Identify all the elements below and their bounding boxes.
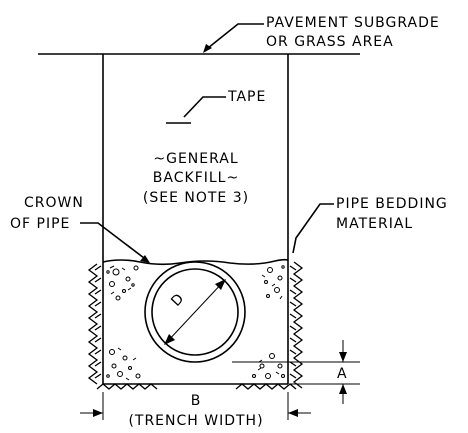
pavement-leader-arrow xyxy=(203,44,212,53)
tape-label: TAPE xyxy=(227,89,266,105)
crown-leader-arrow xyxy=(140,255,150,263)
bedding-gravel xyxy=(106,265,285,381)
crown-label-line1: CROWN xyxy=(24,195,84,211)
trench-width-label: (TRENCH WIDTH) xyxy=(128,413,263,429)
pipe-outer xyxy=(144,261,246,363)
diameter-arrow-bottom xyxy=(164,334,175,345)
tape-leader xyxy=(183,96,226,118)
dim-a-arrow-bottom xyxy=(339,384,347,394)
diameter-line xyxy=(165,280,225,344)
bedding-leader xyxy=(292,203,334,254)
backfill-label-line2: BACKFILL~ xyxy=(153,170,239,186)
dim-b-label: B xyxy=(191,393,202,409)
bedding-top-line xyxy=(102,258,289,266)
bedding-label-line2: MATERIAL xyxy=(336,216,413,232)
pavement-leader xyxy=(207,23,264,49)
crown-leader xyxy=(80,222,145,259)
dim-a-label: A xyxy=(337,366,348,382)
backfill-label-line1: ~GENERAL xyxy=(153,151,238,167)
pavement-label-line1: PAVEMENT SUBGRADE xyxy=(266,15,440,31)
dim-b-arrow-right xyxy=(288,409,298,417)
backfill-label-line3: (SEE NOTE 3) xyxy=(143,190,249,206)
soil-hatch-left xyxy=(87,263,158,390)
dim-b-arrow-left xyxy=(93,409,103,417)
dim-a-arrow-top xyxy=(339,352,347,362)
diameter-label: D xyxy=(168,290,188,310)
pipe-inner xyxy=(151,268,239,356)
crown-label-line2: OF PIPE xyxy=(10,216,70,232)
pavement-label-line2: OR GRASS AREA xyxy=(266,34,394,50)
diameter-arrow-top xyxy=(215,279,226,290)
bedding-label-line1: PIPE BEDDING xyxy=(336,196,448,212)
soil-hatch-right xyxy=(235,261,304,390)
